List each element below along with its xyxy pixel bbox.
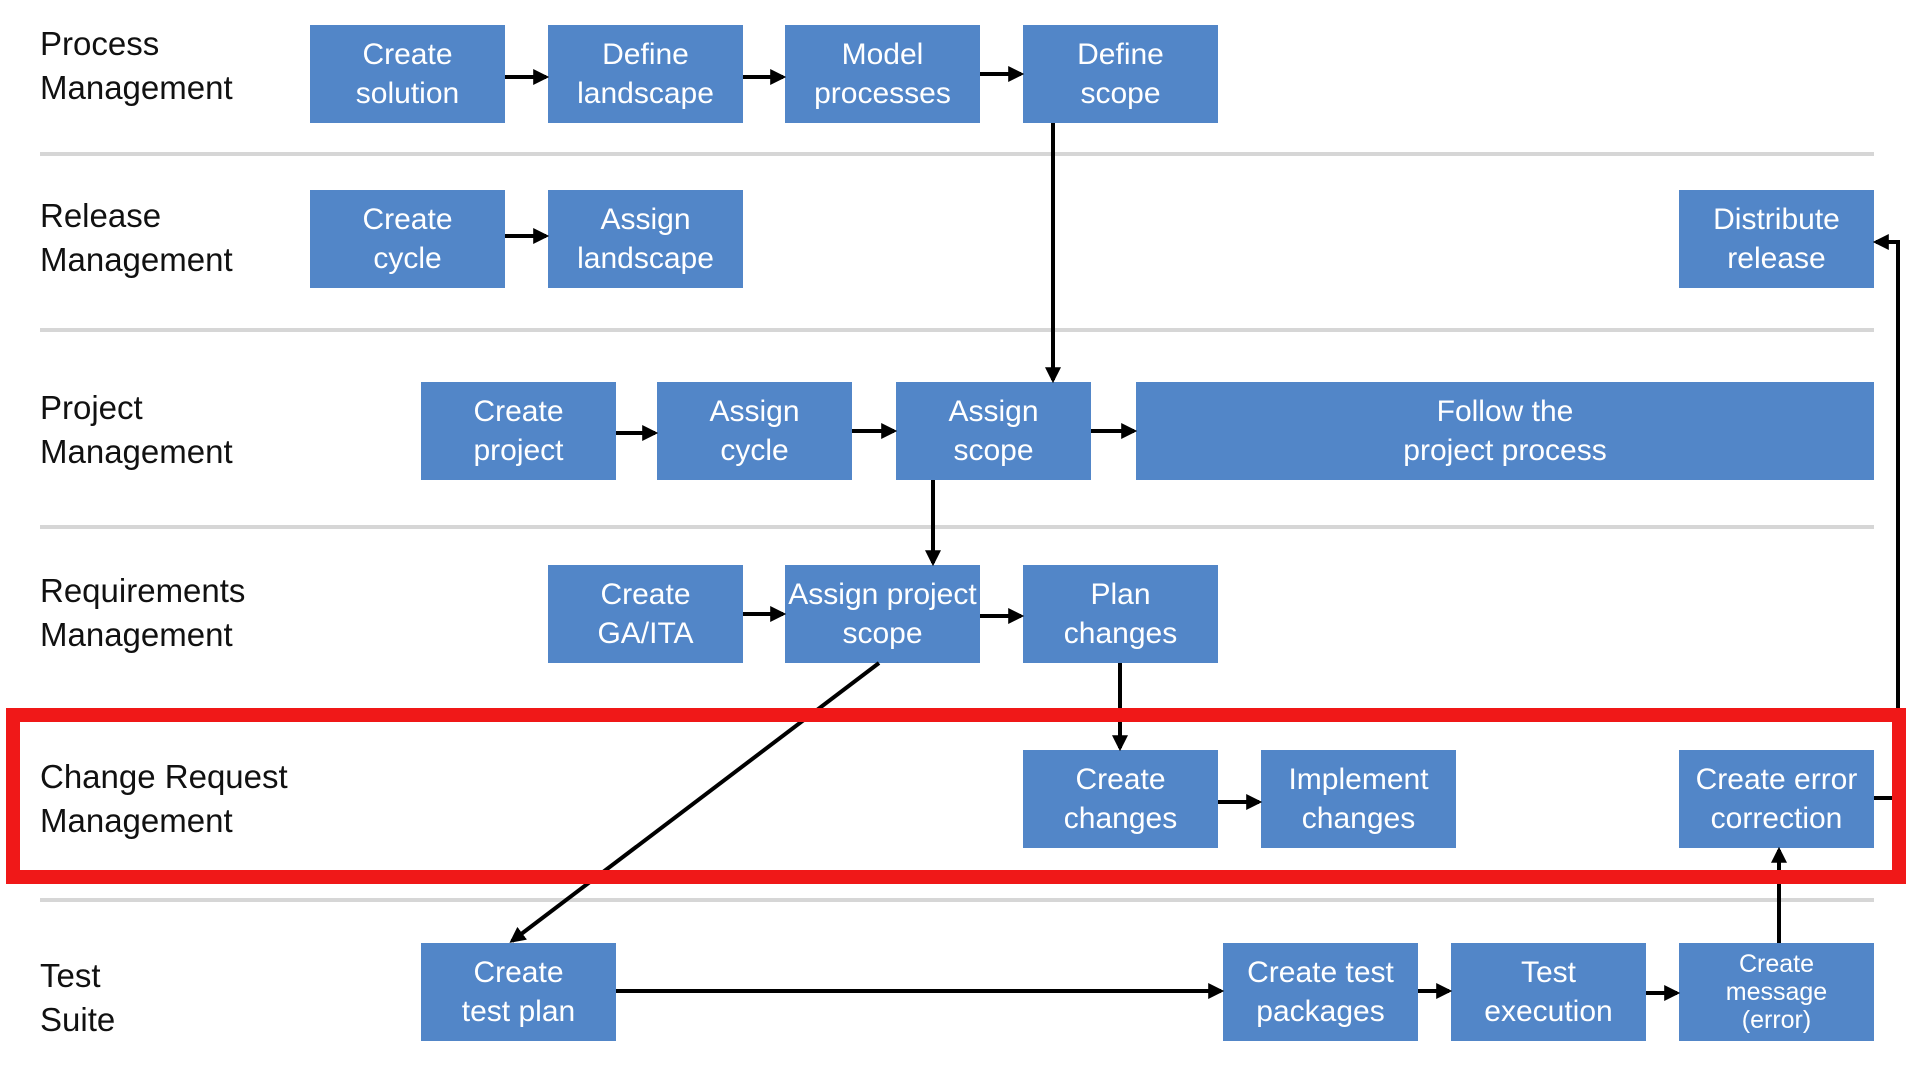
box-assign-landscape: Assign landscape (548, 190, 743, 288)
box-assign-project-scope: Assign project scope (785, 565, 980, 663)
lane-separator (40, 898, 1874, 902)
box-model-processes: Model processes (785, 25, 980, 123)
box-create-error-correction: Create error correction (1679, 750, 1874, 848)
box-test-execution: Test execution (1451, 943, 1646, 1041)
box-plan-changes: Plan changes (1023, 565, 1218, 663)
box-assign-scope: Assign scope (896, 382, 1091, 480)
box-follow-project-process: Follow the project process (1136, 382, 1874, 480)
box-create-test-packages: Create test packages (1223, 943, 1418, 1041)
box-create-cycle: Create cycle (310, 190, 505, 288)
lane-separator (40, 152, 1874, 156)
box-define-scope: Define scope (1023, 25, 1218, 123)
lane-label-release-management: Release Management (40, 197, 233, 278)
box-create-ga-ita: Create GA/ITA (548, 565, 743, 663)
box-distribute-release: Distribute release (1679, 190, 1874, 288)
lane-separator (40, 525, 1874, 529)
arrow-create-error-correction-to-distribute-release (1872, 234, 1900, 800)
lane-label-process-management: Process Management (40, 25, 233, 106)
box-create-project: Create project (421, 382, 616, 480)
lane-label-requirements-management: Requirements Management (40, 572, 246, 653)
highlight-change-request-lane (6, 708, 1906, 884)
box-assign-cycle: Assign cycle (657, 382, 852, 480)
box-create-test-plan: Create test plan (421, 943, 616, 1041)
box-create-solution: Create solution (310, 25, 505, 123)
box-define-landscape: Define landscape (548, 25, 743, 123)
lane-separator (40, 328, 1874, 332)
lane-label-change-request-management: Change Request Management (40, 758, 288, 839)
lane-label-test-suite: Test Suite (40, 957, 116, 1038)
box-create-message-error: Create message (error) (1679, 943, 1874, 1041)
box-implement-changes: Implement changes (1261, 750, 1456, 848)
lane-label-project-management: Project Management (40, 389, 233, 470)
box-create-changes: Create changes (1023, 750, 1218, 848)
